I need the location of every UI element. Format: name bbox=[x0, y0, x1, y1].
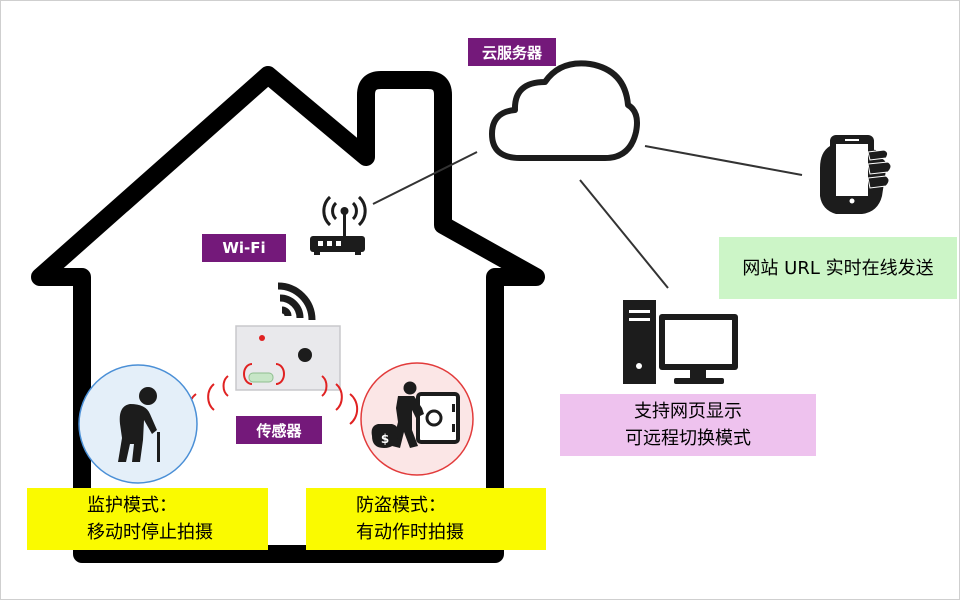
cloud-server-label: 云服务器 bbox=[468, 38, 556, 66]
care-mode-title: 监护模式： bbox=[87, 495, 177, 516]
theft-mode-title: 防盗模式： bbox=[356, 495, 446, 516]
thief-with-safe-icon: $ bbox=[371, 381, 460, 448]
sensor-label: 传感器 bbox=[236, 416, 322, 444]
pc-feature-box: 支持网页显示 可远程切换模式 bbox=[560, 394, 816, 456]
care-mode-desc: 移动时停止拍摄 bbox=[87, 522, 213, 543]
pc-feature-line-1: 支持网页显示 bbox=[634, 401, 742, 422]
cloud-icon bbox=[489, 60, 640, 161]
elderly-person-cane-icon bbox=[118, 387, 160, 462]
link-router-cloud bbox=[372, 151, 478, 205]
pc-feature-line-2: 可远程切换模式 bbox=[625, 428, 751, 449]
wifi-router-icon bbox=[310, 195, 367, 255]
sensor-wave-center bbox=[243, 363, 285, 385]
theft-mode-box: 防盗模式： 有动作时拍摄 bbox=[306, 488, 546, 550]
phone-url-text: 网站 URL 实时在线发送 bbox=[742, 257, 934, 279]
theft-mode-desc: 有动作时拍摄 bbox=[356, 522, 464, 543]
care-mode-box: 监护模式： 移动时停止拍摄 bbox=[27, 488, 268, 550]
phone-url-box: 网站 URL 实时在线发送 bbox=[719, 237, 957, 299]
link-cloud-pc bbox=[579, 179, 669, 289]
hand-holding-phone-icon bbox=[820, 135, 892, 214]
wifi-signal-icon bbox=[277, 282, 316, 321]
svg-text:$: $ bbox=[381, 432, 389, 446]
wifi-label: Wi-Fi bbox=[202, 234, 286, 262]
desktop-computer-icon bbox=[623, 300, 738, 384]
sensor-device-icon bbox=[235, 325, 341, 391]
sensor-wave-right bbox=[321, 375, 359, 425]
link-cloud-phone bbox=[644, 145, 803, 176]
